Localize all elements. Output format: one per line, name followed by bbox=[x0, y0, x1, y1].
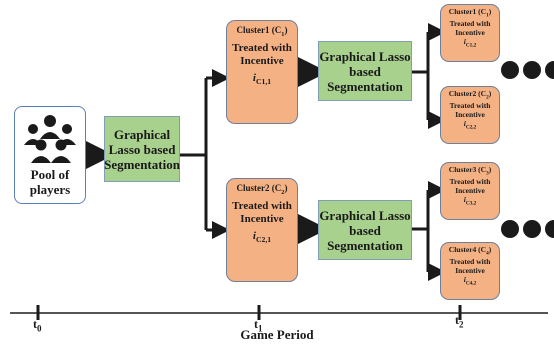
cluster-node-l2-2: Cluster2 (C2) Treated with Incentive iC2… bbox=[440, 86, 500, 144]
cluster-title: Cluster2 (C bbox=[236, 183, 282, 193]
tick-label-t0: t0 bbox=[33, 317, 42, 334]
treated-label: Treated with Incentive bbox=[449, 18, 491, 37]
pool-label: Pool of players bbox=[29, 167, 71, 197]
axis-label-game-period: Game Period bbox=[240, 327, 314, 342]
segmentation-box-3: Graphical Lasso based Segmentation bbox=[318, 200, 412, 260]
segmentation-label: Graphical Lasso based Segmentation bbox=[319, 207, 411, 253]
cluster-subscript: 4 bbox=[486, 250, 489, 257]
cluster-subscript: 2 bbox=[486, 94, 489, 101]
cluster-node-l1-1: Cluster1 (C1) Treated with Incentive iC1… bbox=[226, 20, 298, 124]
treated-label: Treated with Incentive bbox=[232, 41, 292, 67]
treated-label: Treated with Incentive bbox=[449, 176, 491, 195]
cluster-title: Cluster4 (C bbox=[448, 245, 487, 254]
tick-label-t1: t1 bbox=[254, 317, 263, 334]
cluster-title: Cluster1 (C bbox=[236, 25, 282, 35]
ellipsis-dots-upper bbox=[501, 61, 554, 79]
incentive-symbol: i bbox=[463, 118, 466, 128]
tick-label-t2: t2 bbox=[455, 313, 464, 330]
treated-label: Treated with Incentive bbox=[449, 100, 491, 119]
treated-label: Treated with Incentive bbox=[449, 256, 491, 275]
cluster-node-l1-2: Cluster2 (C2) Treated with Incentive iC2… bbox=[226, 178, 298, 282]
cluster-title: Cluster3 (C bbox=[448, 165, 487, 174]
cluster-node-l2-3: Cluster3 (C3) Treated with Incentive iC3… bbox=[440, 162, 500, 220]
segmentation-box-1: Graphical Lasso based Segmentation bbox=[104, 116, 180, 182]
cluster-subscript: 2 bbox=[281, 188, 285, 196]
ellipsis-dots-lower bbox=[501, 220, 554, 238]
cluster-subscript: 1 bbox=[486, 12, 489, 19]
incentive-subscript: C2,1 bbox=[255, 234, 272, 244]
incentive-subscript: C1,2 bbox=[465, 42, 477, 48]
segmentation-box-2: Graphical Lasso based Segmentation bbox=[318, 41, 412, 101]
incentive-subscript: C1,1 bbox=[255, 76, 272, 86]
incentive-symbol: i bbox=[463, 194, 466, 204]
incentive-symbol: i bbox=[252, 229, 256, 242]
cluster-node-l2-1: Cluster1 (C1) Treated with Incentive iC1… bbox=[440, 4, 500, 62]
pool-of-players-node: Pool of players bbox=[14, 106, 86, 204]
cluster-title: Cluster1 (C bbox=[448, 7, 487, 16]
incentive-symbol: i bbox=[463, 36, 466, 46]
treated-label: Treated with Incentive bbox=[232, 199, 292, 225]
incentive-symbol: i bbox=[252, 71, 256, 84]
incentive-subscript: C4,2 bbox=[465, 280, 477, 286]
group-of-people-icon bbox=[24, 115, 76, 163]
cluster-node-l2-4: Cluster4 (C4) Treated with Incentive iC4… bbox=[440, 242, 500, 300]
segmentation-label: Graphical Lasso based Segmentation bbox=[319, 48, 411, 94]
segmentation-label: Graphical Lasso based Segmentation bbox=[104, 126, 180, 172]
incentive-subscript: C2,2 bbox=[465, 124, 477, 130]
cluster-title: Cluster2 (C bbox=[448, 89, 487, 98]
cluster-subscript: 3 bbox=[486, 170, 489, 177]
cluster-subscript: 1 bbox=[281, 30, 285, 38]
incentive-subscript: C3,2 bbox=[465, 200, 477, 206]
incentive-symbol: i bbox=[463, 274, 466, 284]
